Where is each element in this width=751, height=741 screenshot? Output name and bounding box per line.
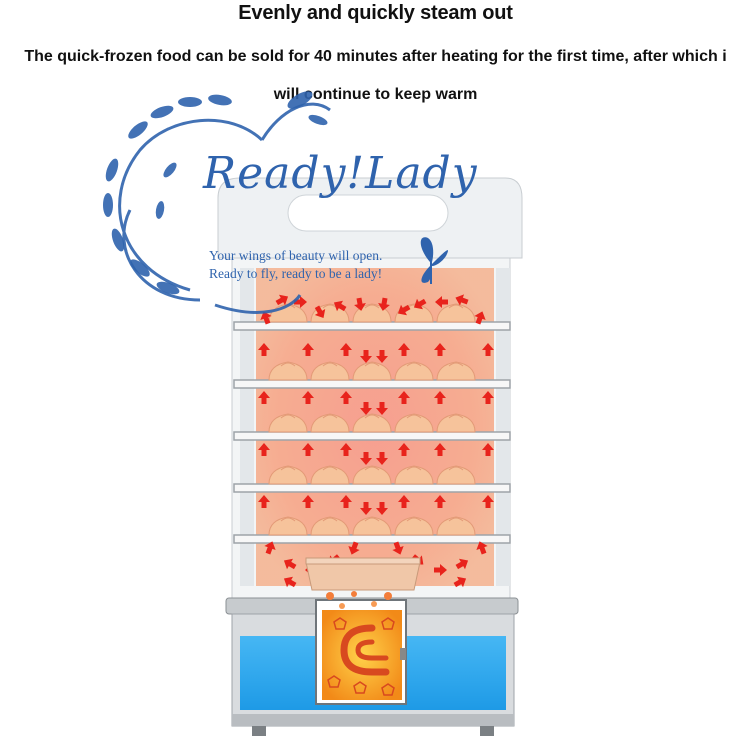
subtitle-line-2: will continue to keep warm [273, 86, 478, 103]
heating-element-icon [315, 591, 407, 705]
watermark-brand: Ready!Lady [203, 148, 478, 199]
steamer-shelves [233, 321, 511, 544]
watermark-tagline-2: Ready to fly, ready to be a lady! [209, 266, 383, 281]
subtitle-line-1: The quick-frozen food can be sold for 40… [24, 48, 727, 65]
butterfly-icon [420, 237, 449, 284]
watermark-tagline-1: Your wings of beauty will open. [209, 248, 383, 263]
headline: Evenly and quickly steam out [238, 2, 513, 24]
subtitle: The quick-frozen food can be sold for 40… [0, 38, 751, 114]
steam-tray [305, 557, 421, 591]
floral-leaves [103, 91, 328, 295]
